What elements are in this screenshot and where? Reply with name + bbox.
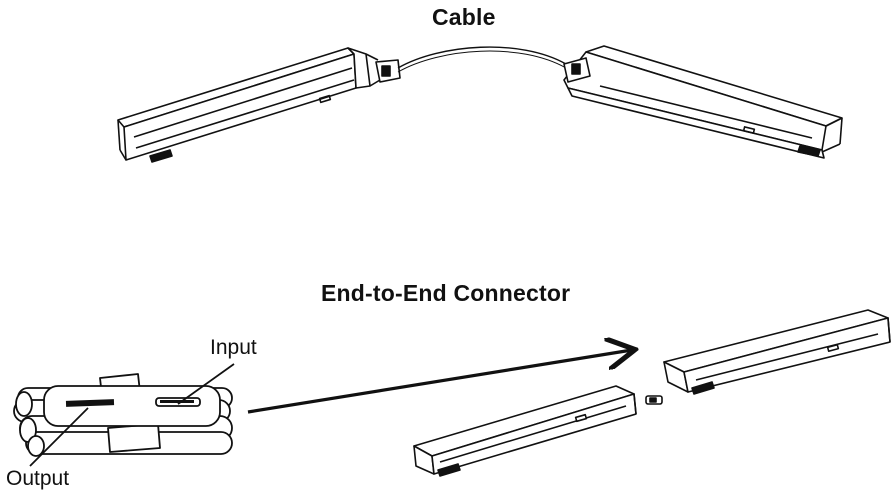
small-connector-piece xyxy=(645,395,663,405)
input-leader xyxy=(177,363,235,405)
connector-title: End-to-End Connector xyxy=(321,280,571,306)
left-cable-plug xyxy=(375,59,401,83)
cable xyxy=(397,46,567,69)
output-leader xyxy=(29,407,89,467)
cable-title: Cable xyxy=(432,4,496,30)
right-light-bar xyxy=(563,45,843,159)
connector-closeup xyxy=(13,373,233,457)
right-cable-plug xyxy=(563,57,591,83)
upper-light-bar xyxy=(663,309,891,395)
input-label: Input xyxy=(210,336,257,359)
direction-arrow xyxy=(247,350,632,414)
cable-connection-illustration xyxy=(117,45,843,163)
lower-light-bar xyxy=(413,385,637,477)
end-to-end-fixtures xyxy=(413,309,891,477)
output-label: Output xyxy=(6,467,70,490)
left-light-bar xyxy=(117,47,381,163)
